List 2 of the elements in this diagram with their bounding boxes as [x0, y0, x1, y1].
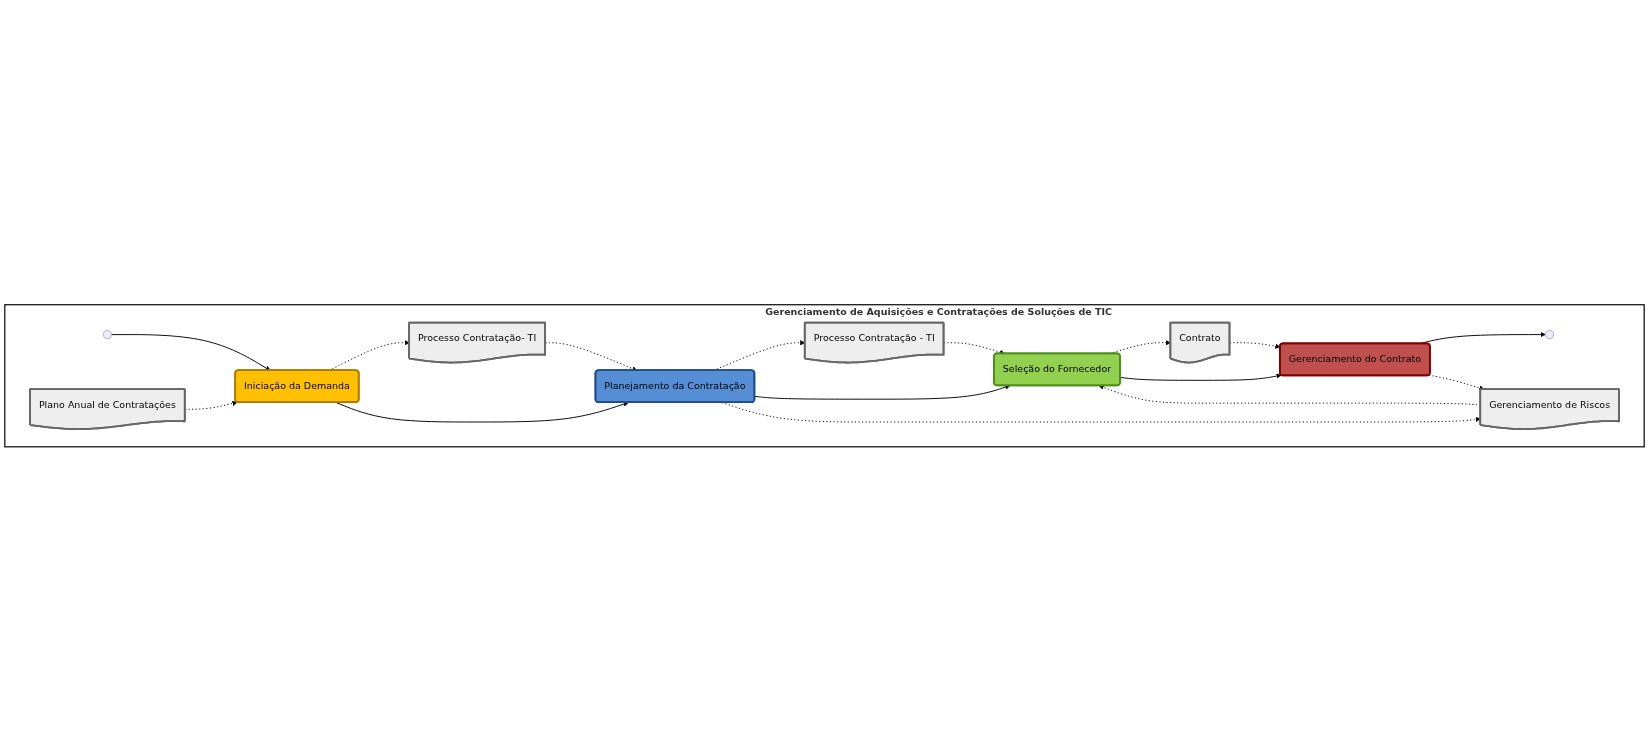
node-circle [1545, 330, 1555, 340]
node-circle [102, 330, 112, 340]
